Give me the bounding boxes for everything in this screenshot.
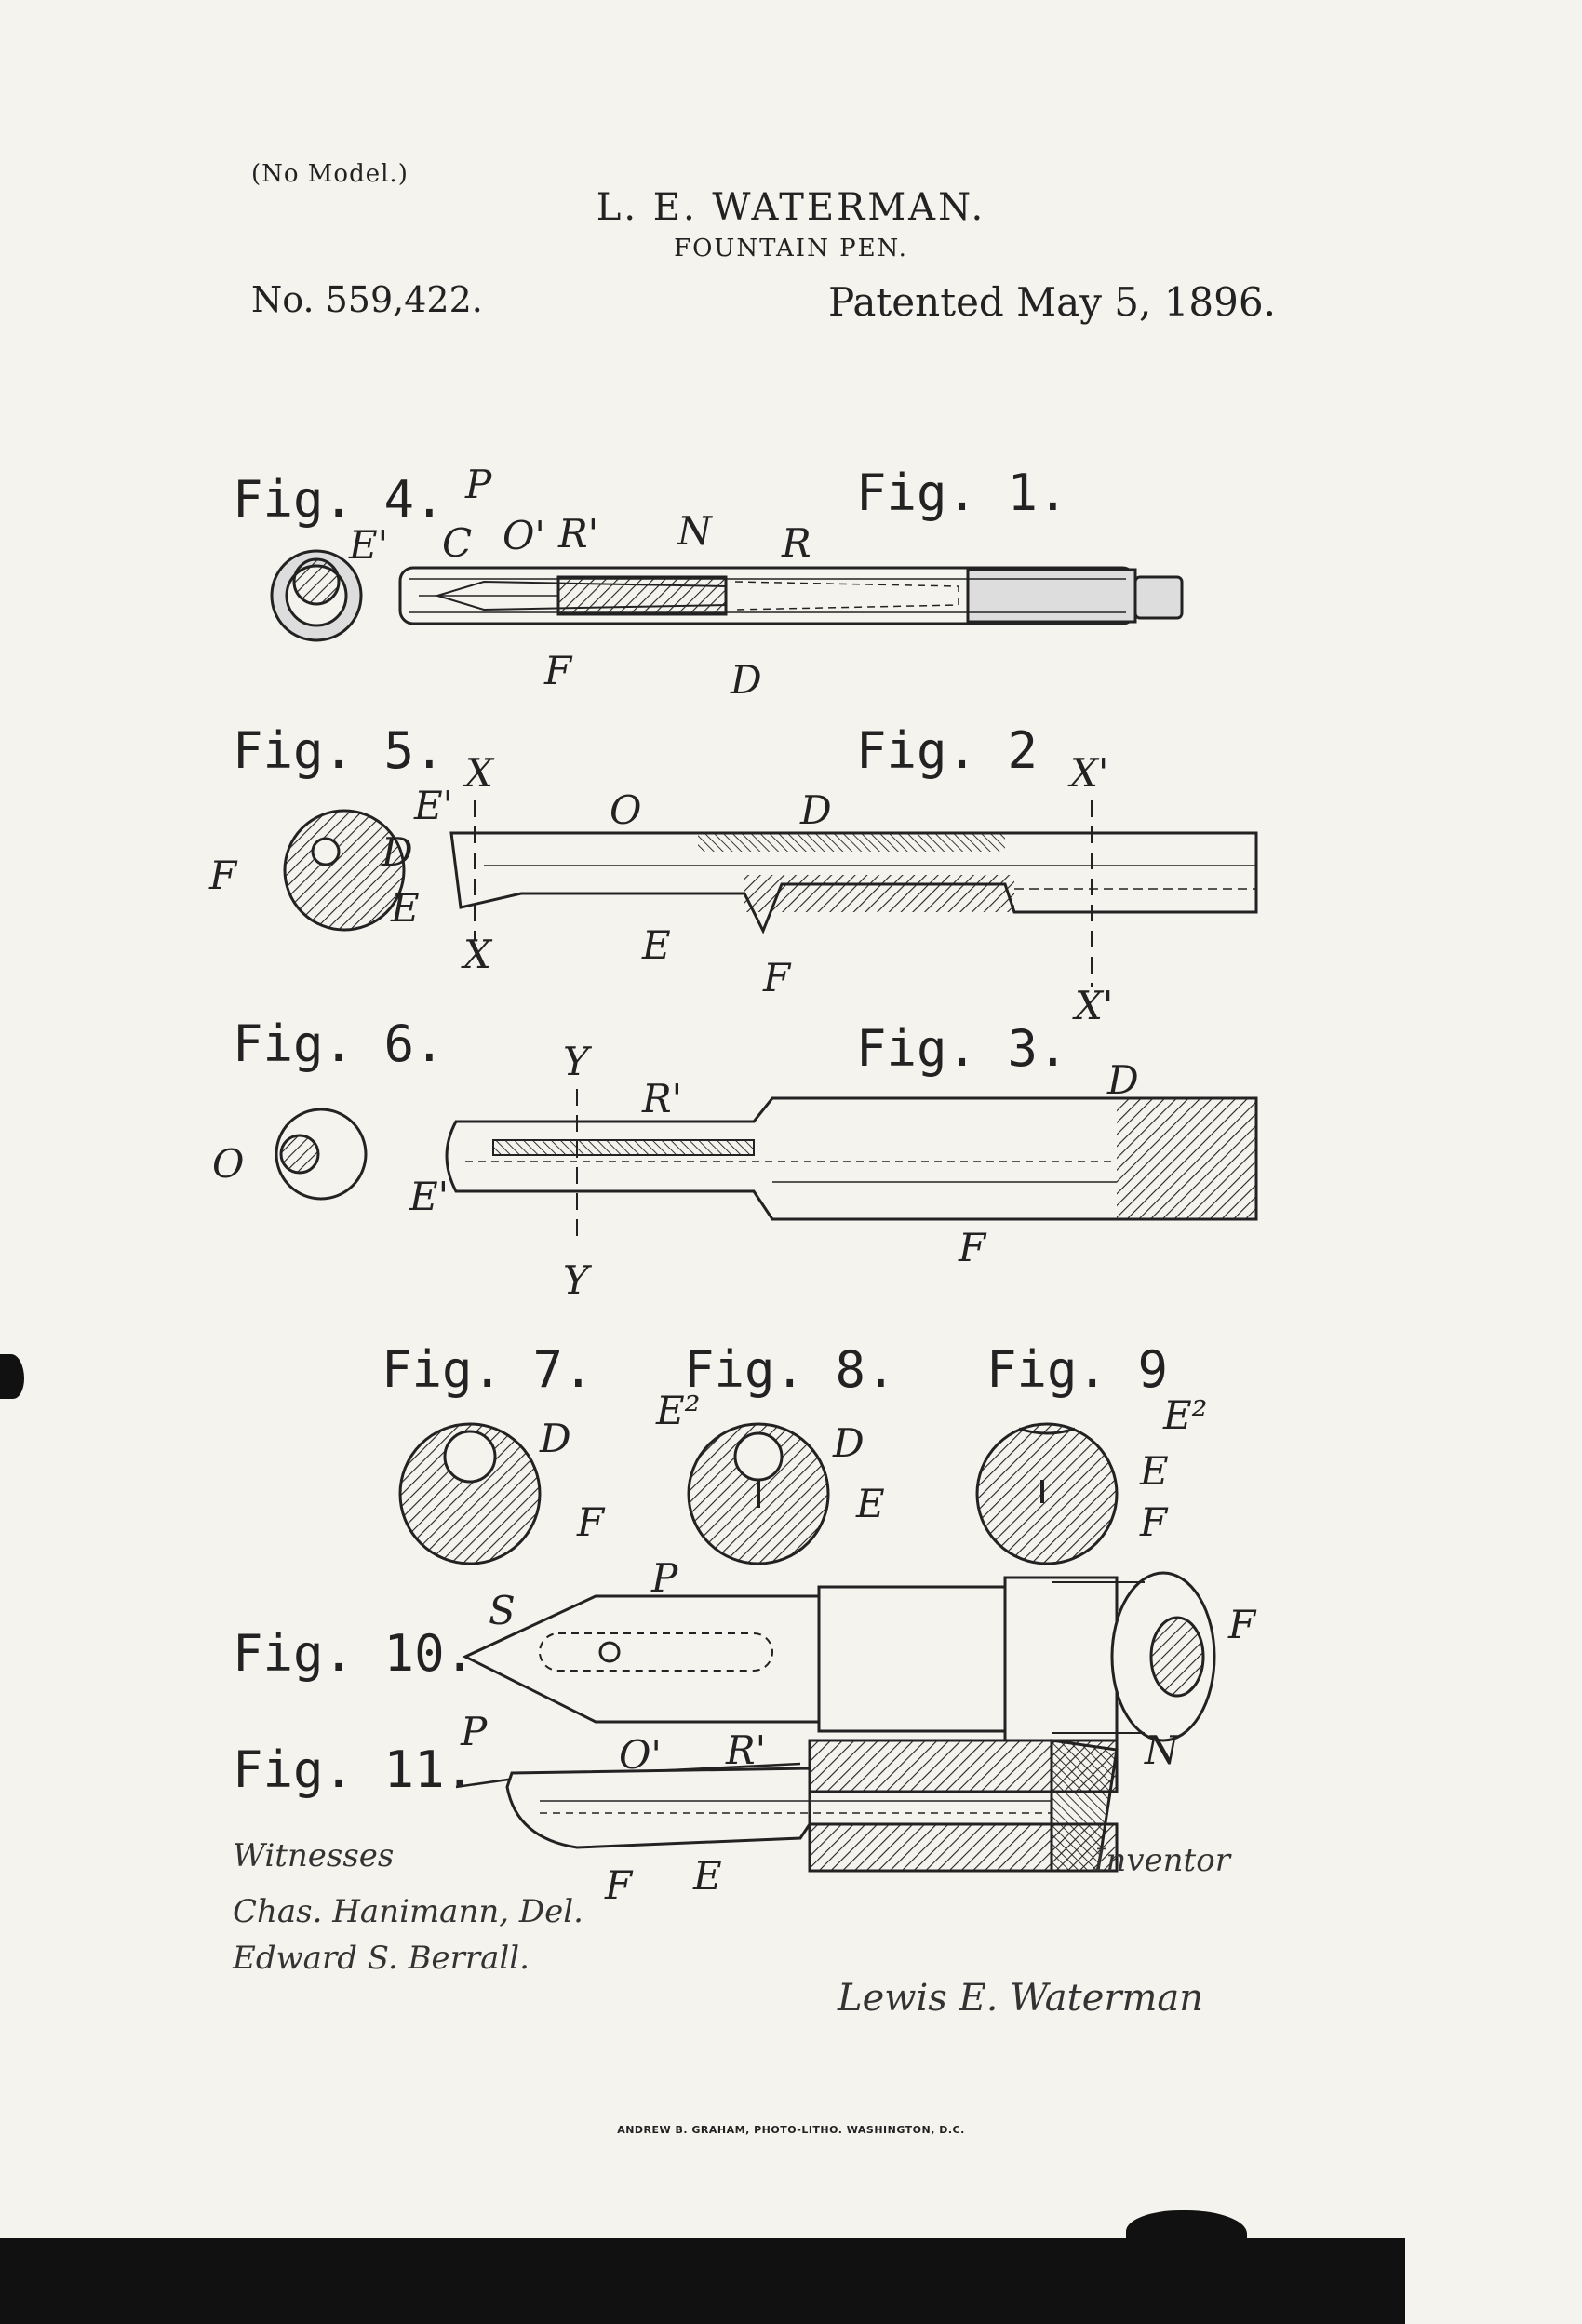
inventor-signature: Lewis E. Waterman: [837, 1977, 1203, 2020]
figure-4: [270, 549, 363, 642]
no-model-note: (No Model.): [251, 160, 409, 188]
printer-credit: ANDREW B. GRAHAM, PHOTO-LITHO. WASHINGTO…: [617, 2124, 965, 2136]
fig-1-label: Fig. 1.: [856, 463, 1068, 522]
scan-edge-bar: [0, 2238, 1405, 2324]
label-F: F: [762, 955, 792, 1001]
label-C: C: [442, 520, 472, 566]
label-D: D: [799, 787, 832, 833]
label-O: O: [212, 1141, 244, 1187]
label-S: S: [489, 1588, 516, 1633]
figure-5: [283, 809, 406, 932]
label-F: F: [1227, 1602, 1257, 1647]
label-Y: Y: [563, 1039, 593, 1084]
inventor-name: L. E. WATERMAN.: [596, 186, 986, 229]
label-O-prime: O': [503, 513, 545, 558]
label-P: P: [464, 462, 492, 507]
witness-signature-2: Edward S. Berrall.: [232, 1940, 530, 1977]
fig-9-label: Fig. 9: [986, 1340, 1168, 1399]
figure-9: [975, 1422, 1119, 1565]
label-E-prime: E': [413, 783, 453, 828]
label-Y: Y: [563, 1257, 593, 1303]
label-E-prime: E': [409, 1174, 449, 1219]
label-R: R: [781, 520, 811, 566]
fig-7-label: Fig. 7.: [382, 1340, 594, 1399]
witnesses-label: Witnesses: [233, 1837, 394, 1874]
figure-10: [462, 1571, 1216, 1742]
figure-7: [398, 1422, 542, 1565]
figure-1: [398, 566, 1184, 625]
label-E2: E²: [655, 1388, 701, 1433]
label-N: N: [1144, 1727, 1180, 1773]
fig-11-label: Fig. 11.: [233, 1740, 475, 1799]
label-E: E: [1139, 1448, 1169, 1494]
label-F: F: [604, 1862, 634, 1908]
figure-2: [449, 800, 1258, 987]
label-X-prime: X': [1072, 983, 1113, 1028]
label-D: D: [730, 657, 762, 703]
label-P: P: [460, 1709, 488, 1754]
witness-signature-1: Chas. Hanimann, Del.: [233, 1893, 583, 1930]
label-D: D: [1106, 1057, 1139, 1103]
label-F: F: [576, 1499, 606, 1545]
label-F: F: [543, 648, 573, 693]
inventor-label: Inventor: [1093, 1842, 1232, 1879]
fig-6-label: Fig. 6.: [233, 1014, 445, 1073]
label-E2: E²: [1162, 1392, 1208, 1438]
label-X: X: [461, 932, 493, 977]
label-F: F: [958, 1225, 987, 1270]
label-E: E: [692, 1853, 722, 1899]
fig-2-label: Fig. 2: [856, 721, 1038, 780]
label-R-prime: R': [725, 1727, 766, 1773]
label-D: D: [539, 1416, 571, 1461]
label-E: E: [641, 922, 671, 968]
figure-6: [275, 1108, 368, 1201]
label-D: D: [381, 829, 413, 875]
fig-5-label: Fig. 5.: [233, 721, 445, 780]
label-X: X: [463, 750, 495, 796]
scan-blot: [0, 1354, 24, 1399]
patent-date: Patented May 5, 1896.: [828, 279, 1276, 325]
label-X-prime: X': [1067, 750, 1108, 796]
fig-10-label: Fig. 10.: [233, 1624, 475, 1683]
patent-number: No. 559,422.: [251, 279, 483, 320]
label-E: E: [390, 885, 420, 931]
label-R-prime: R': [557, 511, 598, 557]
fig-4-label: Fig. 4.: [233, 470, 445, 529]
label-O: O: [610, 787, 641, 833]
label-D: D: [832, 1420, 865, 1466]
figure-8: [687, 1422, 830, 1565]
figure-11: [455, 1739, 1119, 1873]
fig-3-label: Fig. 3.: [856, 1019, 1068, 1078]
label-E: E: [855, 1481, 885, 1526]
label-F: F: [1139, 1499, 1169, 1545]
fig-8-label: Fig. 8.: [684, 1340, 896, 1399]
label-E-prime: E': [348, 522, 388, 568]
label-F: F: [208, 853, 238, 898]
patent-subject: FOUNTAIN PEN.: [674, 235, 908, 262]
label-N: N: [677, 508, 713, 554]
figure-3: [445, 1089, 1258, 1243]
label-R-prime: R': [641, 1076, 682, 1122]
label-P: P: [650, 1555, 678, 1601]
